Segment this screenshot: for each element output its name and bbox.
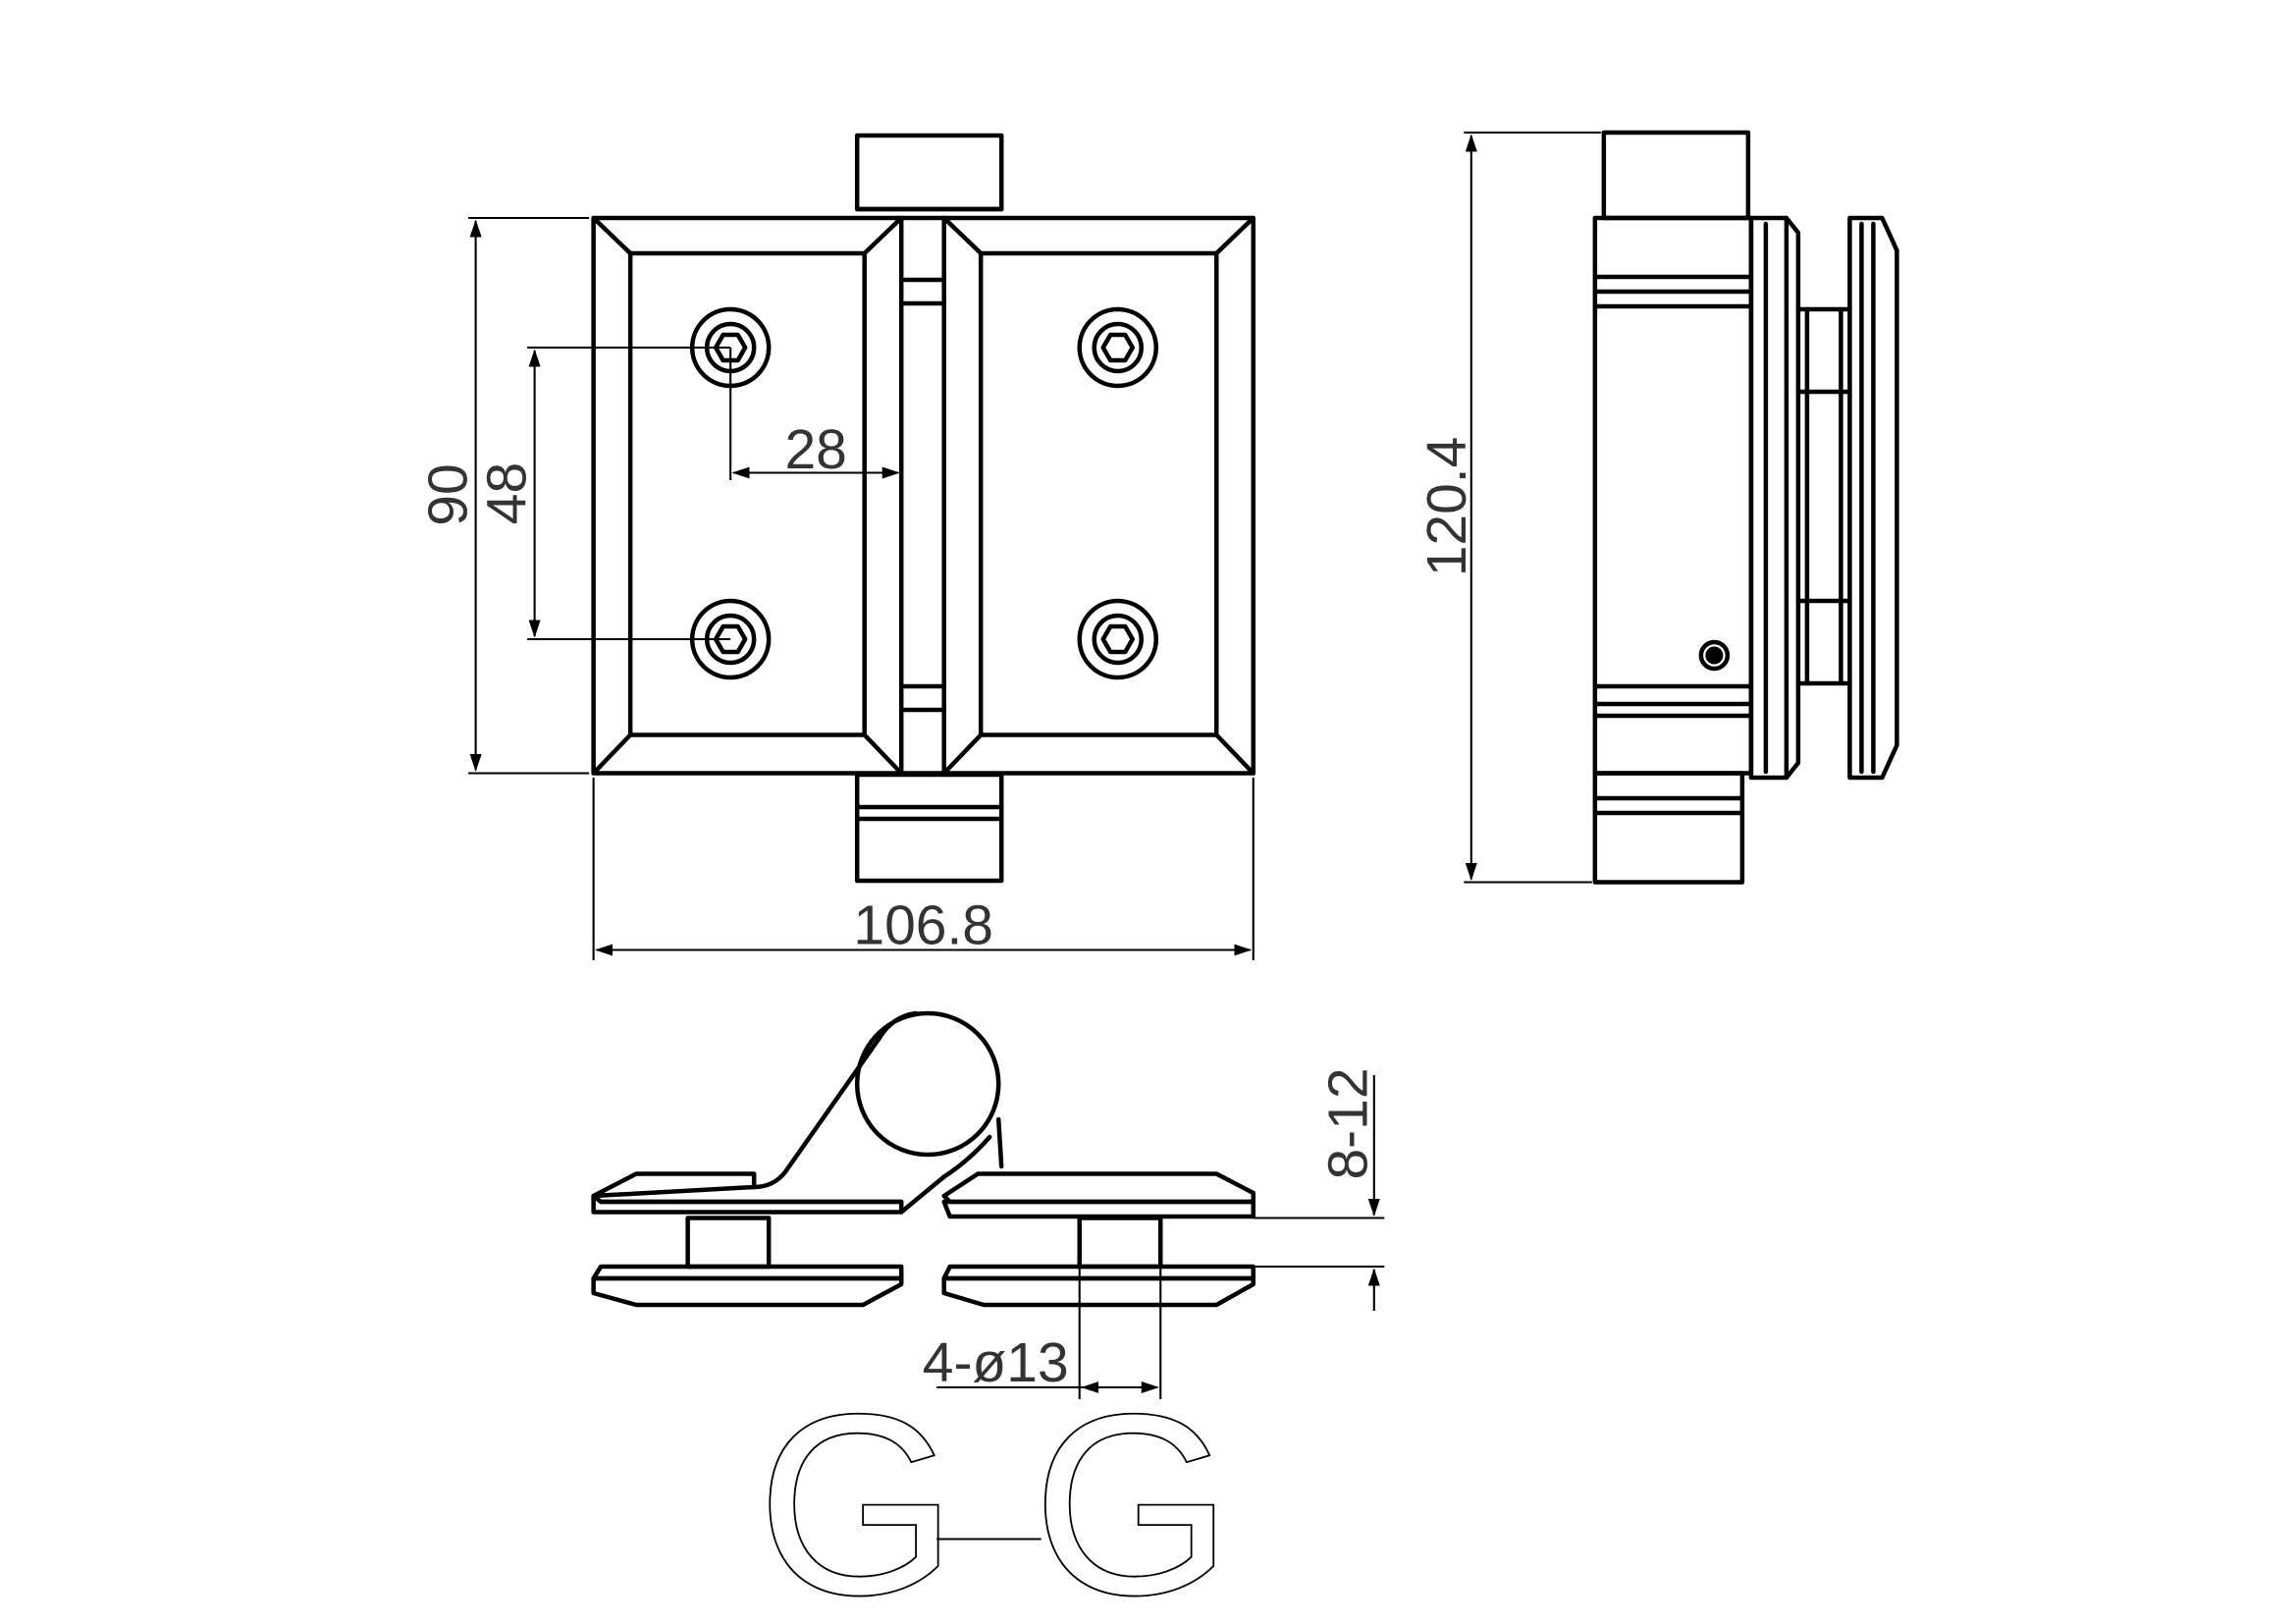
dimension-106-8: 106.8 (592, 778, 1255, 960)
dimension-120-4-label: 120.4 (1415, 437, 1478, 577)
dimension-90: 90 (417, 216, 590, 775)
dimension-120-4: 120.4 (1415, 131, 1601, 884)
dimension-8-12-label: 8-12 (1316, 1067, 1379, 1179)
dimension-48: 48 (476, 346, 731, 641)
dimension-28: 28 (729, 348, 900, 481)
hinge-barrel (854, 1010, 1001, 1158)
section-label-left: G (757, 1360, 957, 1623)
dimension-90-label: 90 (417, 463, 480, 525)
section-label-right: G (1033, 1360, 1233, 1623)
dimension-28-label: 28 (784, 418, 846, 481)
section-view: 8-12 4-ø13 G G (591, 1010, 1385, 1623)
screw-top-right (1077, 306, 1159, 389)
dimension-4-d13-label: 4-ø13 (923, 1331, 1069, 1394)
dimension-106-8-label: 106.8 (853, 894, 993, 957)
screw-bottom-right (1077, 598, 1159, 680)
dimension-8-12: 8-12 (1253, 1067, 1385, 1311)
front-view: 90 48 28 106.8 (417, 133, 1256, 960)
set-screw (1698, 639, 1731, 672)
dimension-4-d13: 4-ø13 (923, 1217, 1162, 1399)
side-view: 120.4 (1415, 130, 1899, 885)
section-label: G G (756, 1359, 1234, 1623)
dimension-48-label: 48 (476, 462, 539, 524)
